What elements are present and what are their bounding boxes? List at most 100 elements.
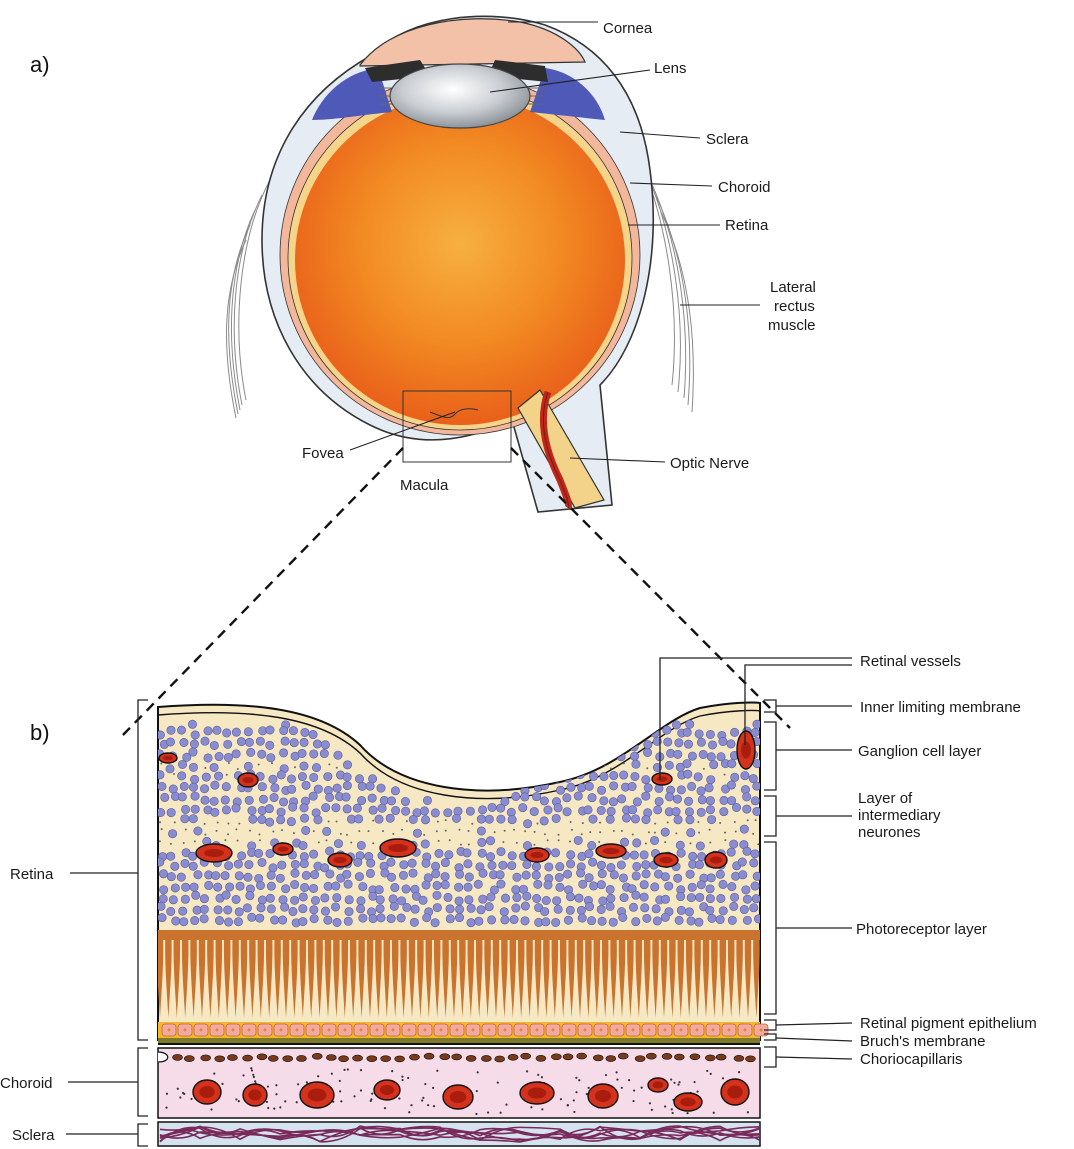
neuron-cell [171,884,179,892]
neuron-cell [302,781,310,789]
neuron-cell [324,882,332,890]
neuron-cell [598,917,606,925]
neuron-cell [224,918,232,926]
neuron-cell [221,796,229,804]
choroid-speck [432,1087,434,1089]
choroid-speck [371,1093,373,1095]
neuron-cell [731,773,739,781]
capillary [481,1055,491,1061]
neuron-cell [343,805,351,813]
neuron-cell [730,902,738,910]
neuron-cell [688,752,696,760]
choroid-speck [575,1091,577,1093]
neuron-cell [181,814,189,822]
capillary [716,1054,726,1060]
neuron-cell [222,782,230,790]
choroid-speck [221,1083,223,1085]
choroid-speck [560,1098,562,1100]
fiber-dot [325,839,327,841]
neuron-cell [334,751,342,759]
neuron-cell [720,796,728,804]
neuron-cell [597,861,605,869]
neuron-cell [222,729,230,737]
neuron-cell [519,803,527,811]
neuron-cell [215,916,223,924]
neuron-cell [400,861,408,869]
neuron-cell [696,893,704,901]
fiber-dot [534,831,536,833]
neuron-cell [224,740,232,748]
neuron-cell [754,915,762,923]
neuron-cell [742,886,750,894]
fiber-dot [368,830,370,832]
vessel-lumen [657,776,668,781]
choroid-speck [710,1073,712,1075]
neuron-cell [585,874,593,882]
choroid-speck [210,1108,212,1110]
vessel-lumen [243,777,254,783]
fiber-dot [382,830,384,832]
neuron-cell [389,895,397,903]
neuron-cell [631,772,639,780]
neuron-cell [391,806,399,814]
neuron-cell [585,850,593,858]
choroid-speck [651,1109,653,1111]
choroid-speck [573,1099,575,1101]
neuron-cell [619,771,627,779]
neuron-cell [332,882,340,890]
neuron-cell [540,907,548,915]
neuron-cell [632,727,640,735]
neuron-cell [619,874,627,882]
neuron-cell [232,728,240,736]
neuron-cell [278,916,286,924]
choroid-speck [477,1071,479,1073]
choroid-speck [317,1075,319,1077]
neuron-cell [465,873,473,881]
neuron-cell [641,904,649,912]
neuron-cell [739,871,747,879]
neuron-cell [214,883,222,891]
fiber-dot [271,762,273,764]
rpe-nucleus [424,1029,427,1032]
neuron-cell [597,806,605,814]
neuron-cell [232,895,240,903]
neuron-cell [530,807,538,815]
fiber-dot [755,819,757,821]
neuron-cell [750,904,758,912]
label-lens: Lens [654,60,687,77]
fiber-dot [719,822,721,824]
neuron-cell [751,850,759,858]
neuron-cell [751,797,759,805]
neuron-cell [699,750,707,758]
neuron-cell [267,905,275,913]
fiber-dot [170,843,172,845]
neuron-cell [574,792,582,800]
rpe-nucleus [296,1029,299,1032]
label-lateral-rectus-3: muscle [768,317,816,334]
neuron-cell [191,805,199,813]
neuron-cell [160,886,168,894]
fiber-dot [598,841,600,843]
neuron-cell [266,741,274,749]
neuron-cell [521,917,529,925]
fiber-dot [577,766,579,768]
neuron-cell [487,893,495,901]
fiber-dot [226,774,228,776]
fiber-dot [569,841,571,843]
neuron-cell [740,905,748,913]
neuron-cell [466,807,474,815]
fiber-dot [445,830,447,832]
label-choroid: Choroid [718,179,771,196]
neuron-cell [254,849,262,857]
choroid-speck [530,1106,532,1108]
fiber-dot [569,763,571,765]
neuron-cell [513,893,521,901]
neuron-cell [452,814,460,822]
choroid-speck [213,1073,215,1075]
fiber-dot [571,829,573,831]
neuron-cell [617,795,625,803]
vessel-lumen [653,1082,664,1089]
neuron-cell [707,776,715,784]
choroid-speck [254,1080,256,1082]
neuron-cell [674,816,682,824]
